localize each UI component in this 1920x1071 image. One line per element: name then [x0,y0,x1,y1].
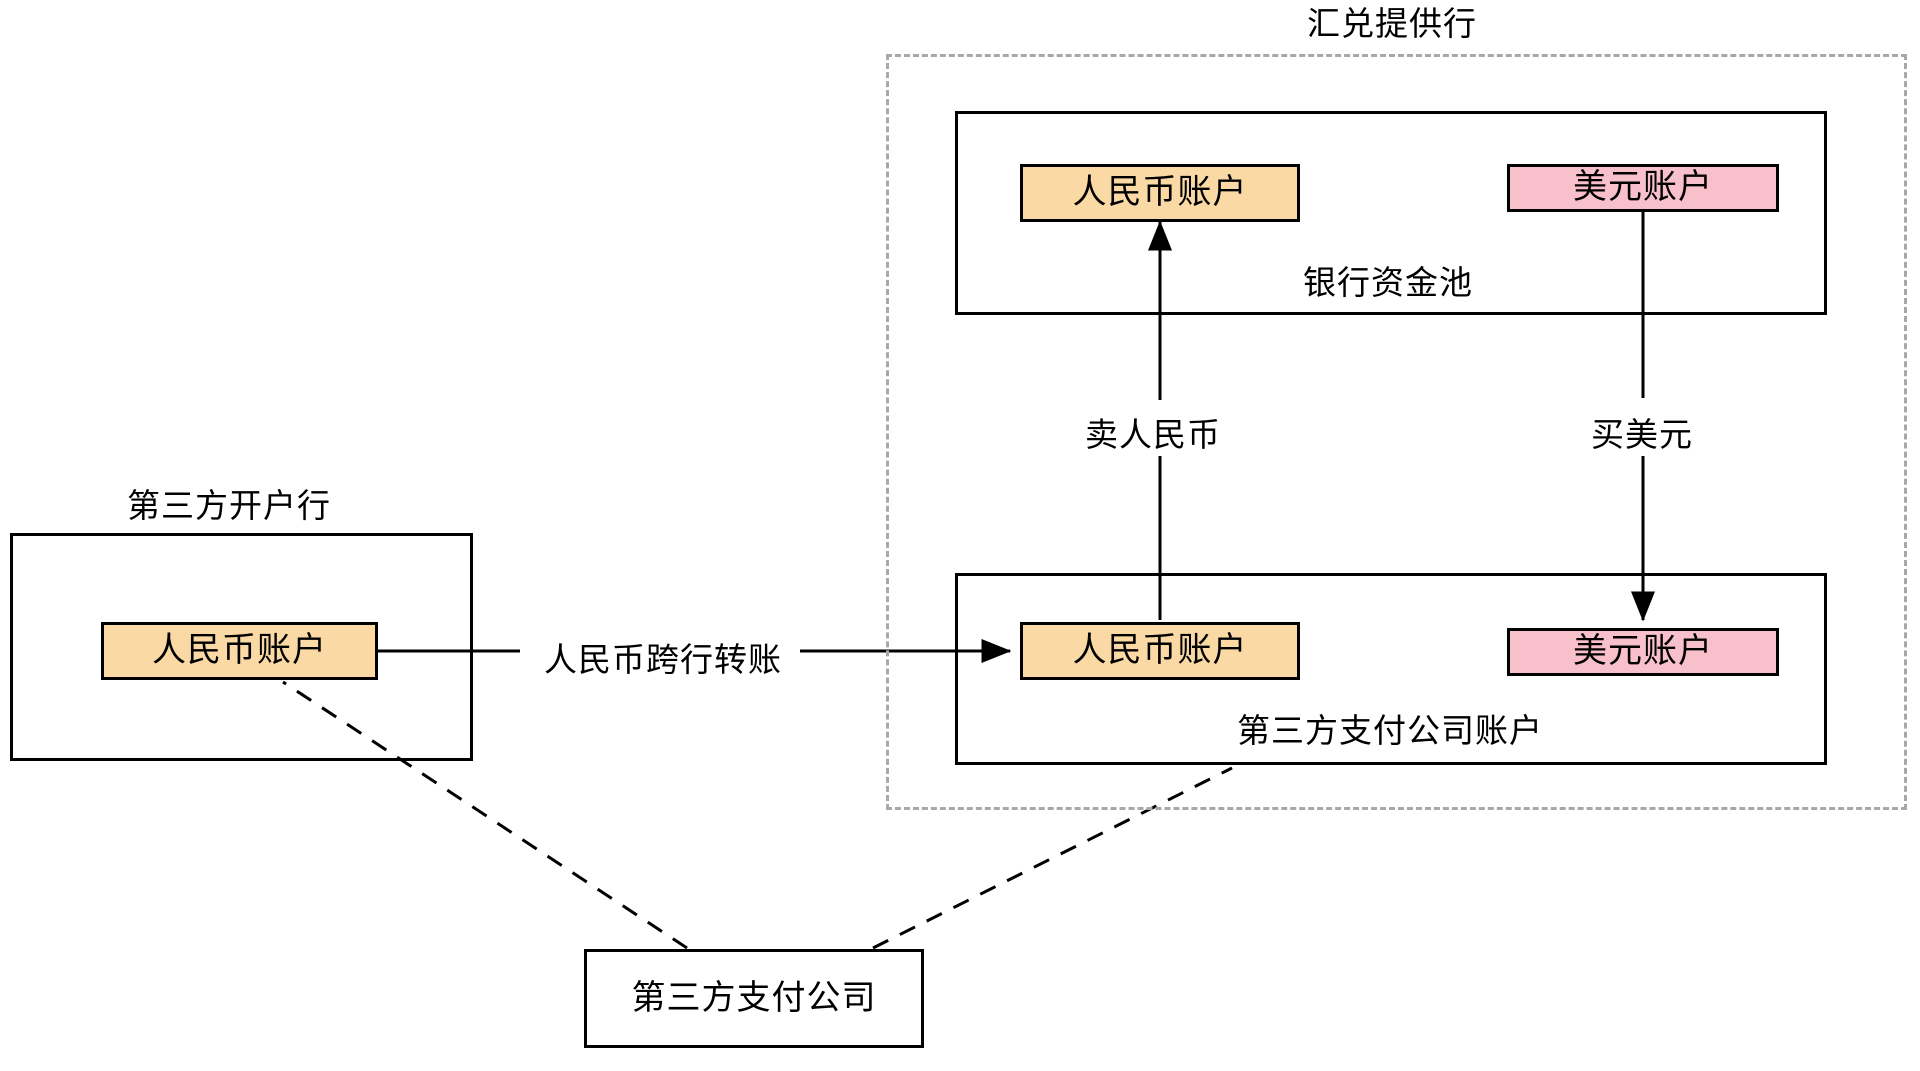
node-pool-usd-account-label: 美元账户 [1573,168,1713,207]
container-exchange-provider-bank [886,54,1907,810]
edge-label-buy-usd: 买美元 [1583,408,1701,456]
container-bank-fund-pool [955,111,1827,315]
edge-label-interbank-transfer: 人民币跨行转账 [536,633,790,681]
container-third-party-opening-bank-label: 第三方开户行 [127,487,331,524]
node-pool-usd-account[interactable]: 美元账户 [1507,164,1779,212]
container-third-party-opening-bank [10,533,473,761]
edge-label-sell-rmb: 卖人民币 [1077,408,1229,456]
node-pool-rmb-account-label: 人民币账户 [1072,173,1248,212]
node-pool-rmb-account[interactable]: 人民币账户 [1020,164,1300,222]
node-payment-usd-account[interactable]: 美元账户 [1507,628,1779,676]
node-opening-bank-rmb-account-label: 人民币账户 [152,631,327,670]
node-opening-bank-rmb-account[interactable]: 人民币账户 [101,622,378,680]
container-third-party-payment-account [955,573,1827,765]
container-third-party-payment-account-label: 第三方支付公司账户 [1237,712,1543,749]
node-payment-rmb-account-label: 人民币账户 [1072,631,1248,670]
node-third-party-payment-company-label: 第三方支付公司 [631,978,877,1017]
node-third-party-payment-company[interactable]: 第三方支付公司 [584,949,924,1048]
container-bank-fund-pool-label: 银行资金池 [1303,264,1473,301]
container-exchange-provider-bank-label: 汇兑提供行 [1307,5,1477,42]
edge-ownership-right [872,766,1233,950]
node-payment-usd-account-label: 美元账户 [1573,632,1713,671]
edge-ownership-left [282,680,688,950]
node-payment-rmb-account[interactable]: 人民币账户 [1020,622,1300,680]
